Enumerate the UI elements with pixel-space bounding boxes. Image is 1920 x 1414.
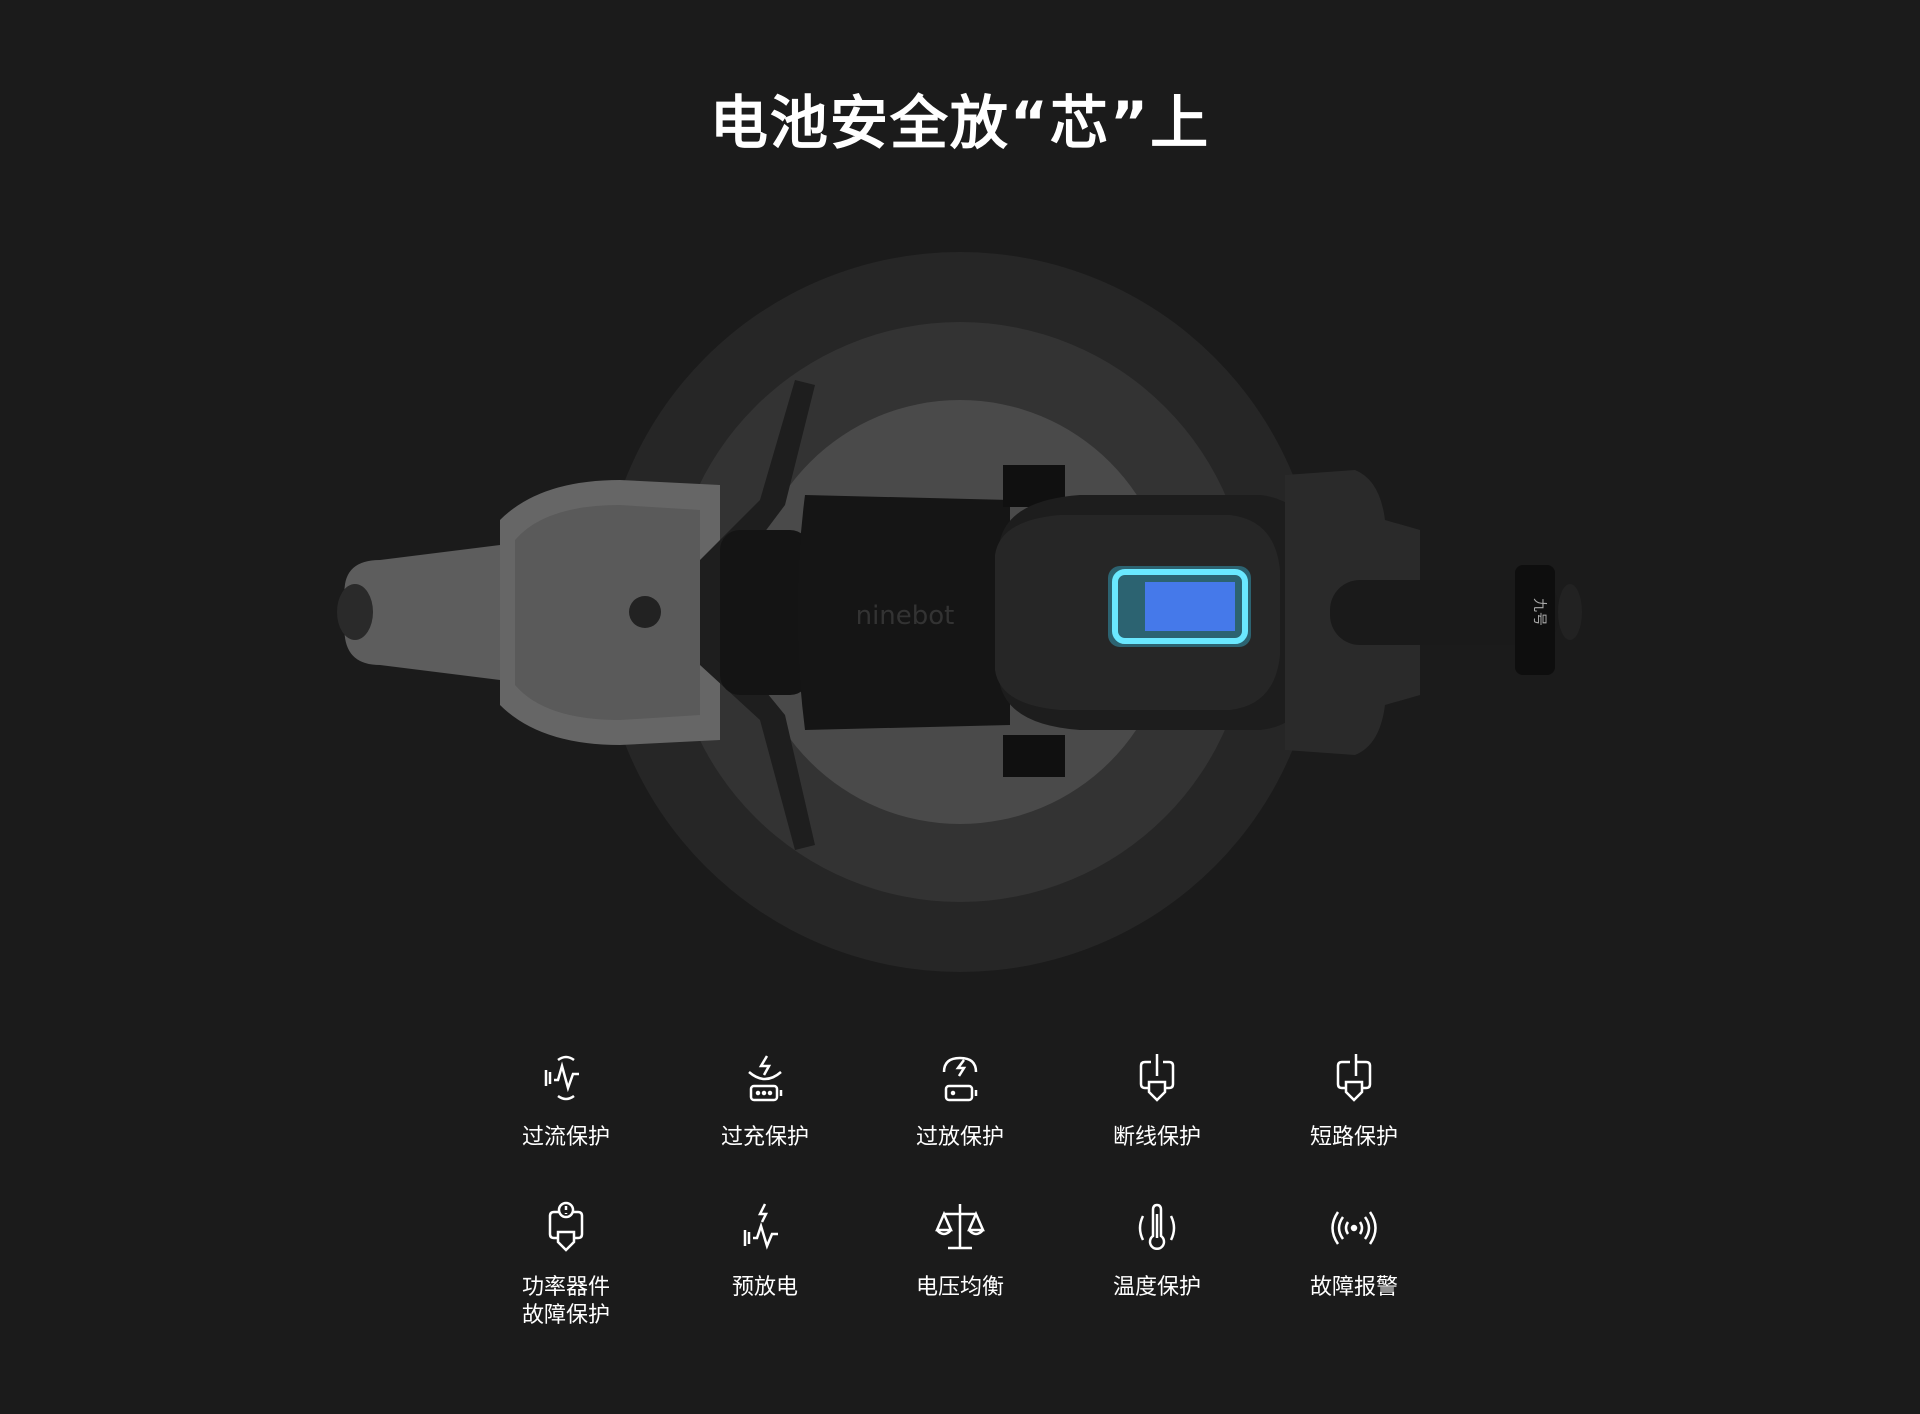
feature-predischarge: 预放电 [665,1200,865,1302]
page-title: 电池安全放“芯”上 [709,89,1211,157]
feature-label: 过放保护 [915,1125,1004,1150]
feature-disconnect: 断线保护 [1057,1050,1257,1152]
scooter-illustration: ninebot 九号 [337,252,1555,972]
overcharge-battery-icon [748,1055,783,1102]
overdischarge-battery-icon [942,1056,978,1102]
feature-label: 功率器件 故障保护 [521,1275,610,1328]
feature-overdischarge: 过放保护 [860,1050,1060,1152]
feature-label: 预放电 [731,1275,798,1300]
signal-alarm-icon [1331,1211,1377,1245]
brand-text: ninebot [856,601,955,631]
feature-temperature: 温度保护 [1057,1200,1257,1302]
feature-label: 电压均衡 [915,1275,1004,1300]
feature-overcurrent: 过流保护 [466,1050,666,1152]
power-device-alert-icon [548,1201,584,1252]
feature-label: 过流保护 [521,1125,610,1150]
feature-power-device: 功率器件 故障保护 [466,1200,666,1330]
feature-label: 过充保护 [720,1125,809,1150]
feature-fault-alarm: 故障报警 [1254,1200,1454,1302]
predischarge-icon [743,1203,778,1250]
feature-short-circuit: 短路保护 [1254,1050,1454,1152]
thermometer-icon [1138,1203,1176,1250]
feature-overcharge: 过充保护 [665,1050,865,1152]
current-wave-icon [544,1055,579,1101]
tail-logo: 九号 [1531,598,1547,626]
feature-label: 温度保护 [1112,1275,1201,1300]
balance-scale-icon [935,1204,985,1250]
short-circuit-shield-icon [1336,1054,1372,1102]
feature-label: 故障报警 [1309,1275,1398,1300]
plug-shield-icon [1139,1054,1175,1102]
feature-label: 断线保护 [1112,1125,1201,1150]
feature-label: 短路保护 [1309,1125,1398,1150]
feature-voltage-balance: 电压均衡 [860,1200,1060,1302]
